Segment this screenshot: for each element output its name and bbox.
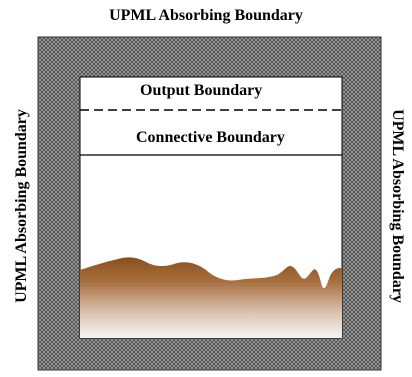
- upml-outer-border: [37, 36, 382, 371]
- upml-absorbing-region: [38, 37, 381, 370]
- output-boundary-label: Output Boundary: [140, 82, 263, 99]
- terrain-surface: [80, 257, 342, 338]
- connective-boundary-label: Connective Boundary: [136, 129, 285, 146]
- top-upml-label: UPML Absorbing Boundary: [109, 7, 303, 24]
